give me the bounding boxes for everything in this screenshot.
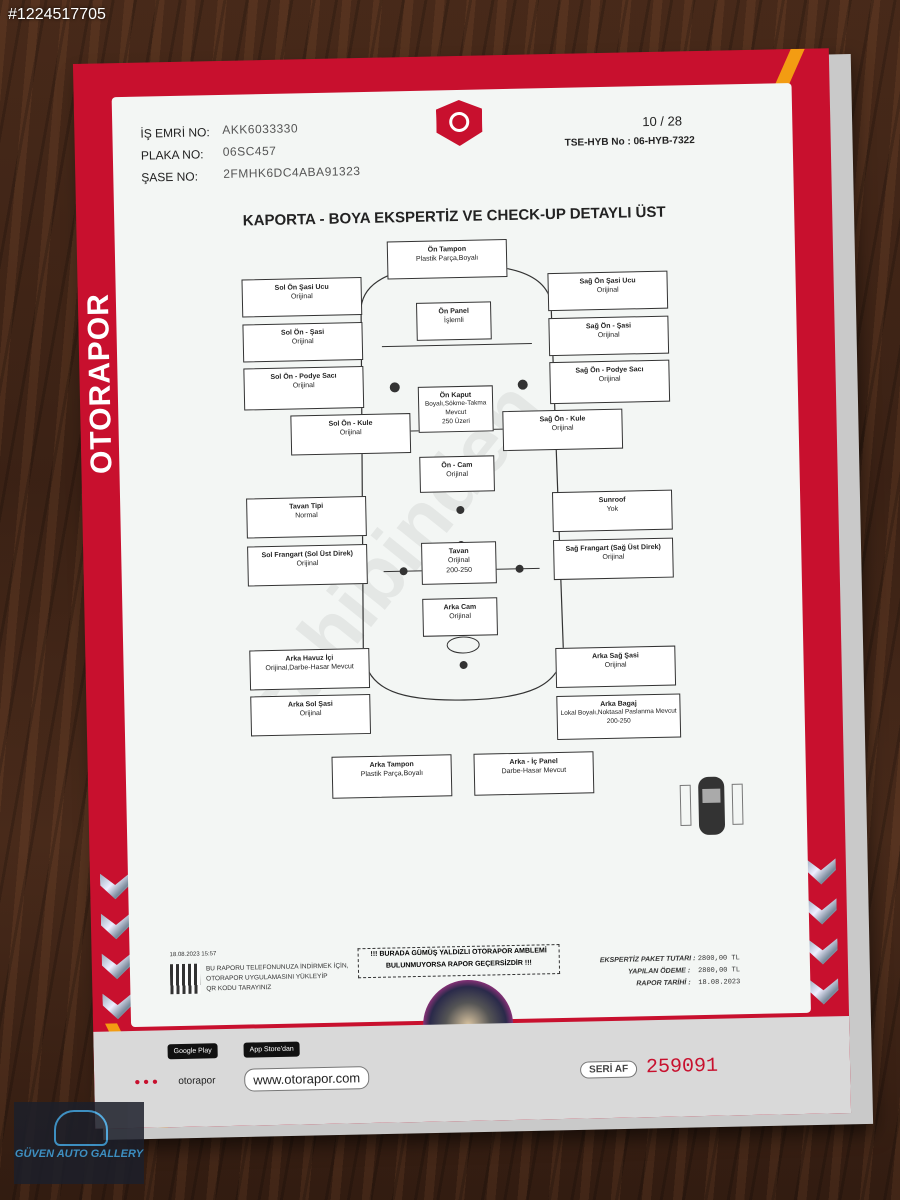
qr-line-1: BU RAPORU TELEFONUNUZA İNDİRMEK İÇİN, [205,962,349,973]
odeme-value: 2800,00 TL [697,966,741,976]
hologram-chevron-icon [101,913,132,940]
report-footer: Google Play App Store'dan ● ● ● otorapor… [93,1015,852,1129]
qr-code-icon[interactable] [169,963,201,995]
hologram-chevron-icon [807,938,838,965]
hologram-chevron-icon [806,858,837,885]
qr-date: 18.08.2023 15:57 [169,951,217,959]
emblem-notice: !!! BURADA GÜMÜŞ YALDIZLI OTORAPOR AMBLE… [357,944,561,979]
part-box-sol-frangart: Sol Frangart (Sol Üst Direk)Orijinal [247,543,368,587]
google-play-button[interactable]: Google Play [167,1043,218,1060]
hologram-chevron-icon [102,993,133,1020]
website-link[interactable]: www.otorapor.com [244,1066,370,1092]
hologram-chevron-icon [102,953,133,980]
tarih-value: 18.08.2023 [698,978,741,988]
social-icons[interactable]: ● ● ● [134,1076,159,1088]
paket-label: EKSPERTİZ PAKET TUTARI : [599,955,696,965]
dealer-watermark-badge: GÜVEN AUTO GALLERY [14,1102,144,1184]
hologram-chevron-icon [808,978,839,1005]
odeme-label: YAPILAN ÖDEME : [627,967,691,976]
paket-value: 2800,00 TL [697,954,740,964]
social-handle[interactable]: otorapor [178,1075,216,1088]
mini-car-icon [676,770,747,841]
hologram-chevron-icon [807,898,838,925]
tarih-label: RAPOR TARİHİ : [636,979,691,988]
report-body: sahibinden İŞ EMRİ NO: AKK6033330 PLAKA … [111,82,811,1071]
app-store-button[interactable]: App Store'dan [243,1041,300,1058]
qr-line-2: OTORAPOR UYGULAMASINI YÜKLEYİP [206,972,328,983]
seri-label: SERİ AF [579,1060,638,1079]
seri-number: 259091 [645,1054,719,1080]
stock-photo-id: #1224517705 [8,6,106,23]
qr-line-3: QR KODU TARAYINIZ [206,984,272,993]
dealer-car-icon [54,1110,108,1146]
part-box-sag-frangart: Sağ Frangart (Sağ Üst Direk)Orijinal [553,537,674,581]
hologram-chevron-icon [100,873,131,900]
inspection-report-sheet: OTORAPOR sahibinden İŞ EMRİ NO: AKK60333… [72,48,852,1129]
